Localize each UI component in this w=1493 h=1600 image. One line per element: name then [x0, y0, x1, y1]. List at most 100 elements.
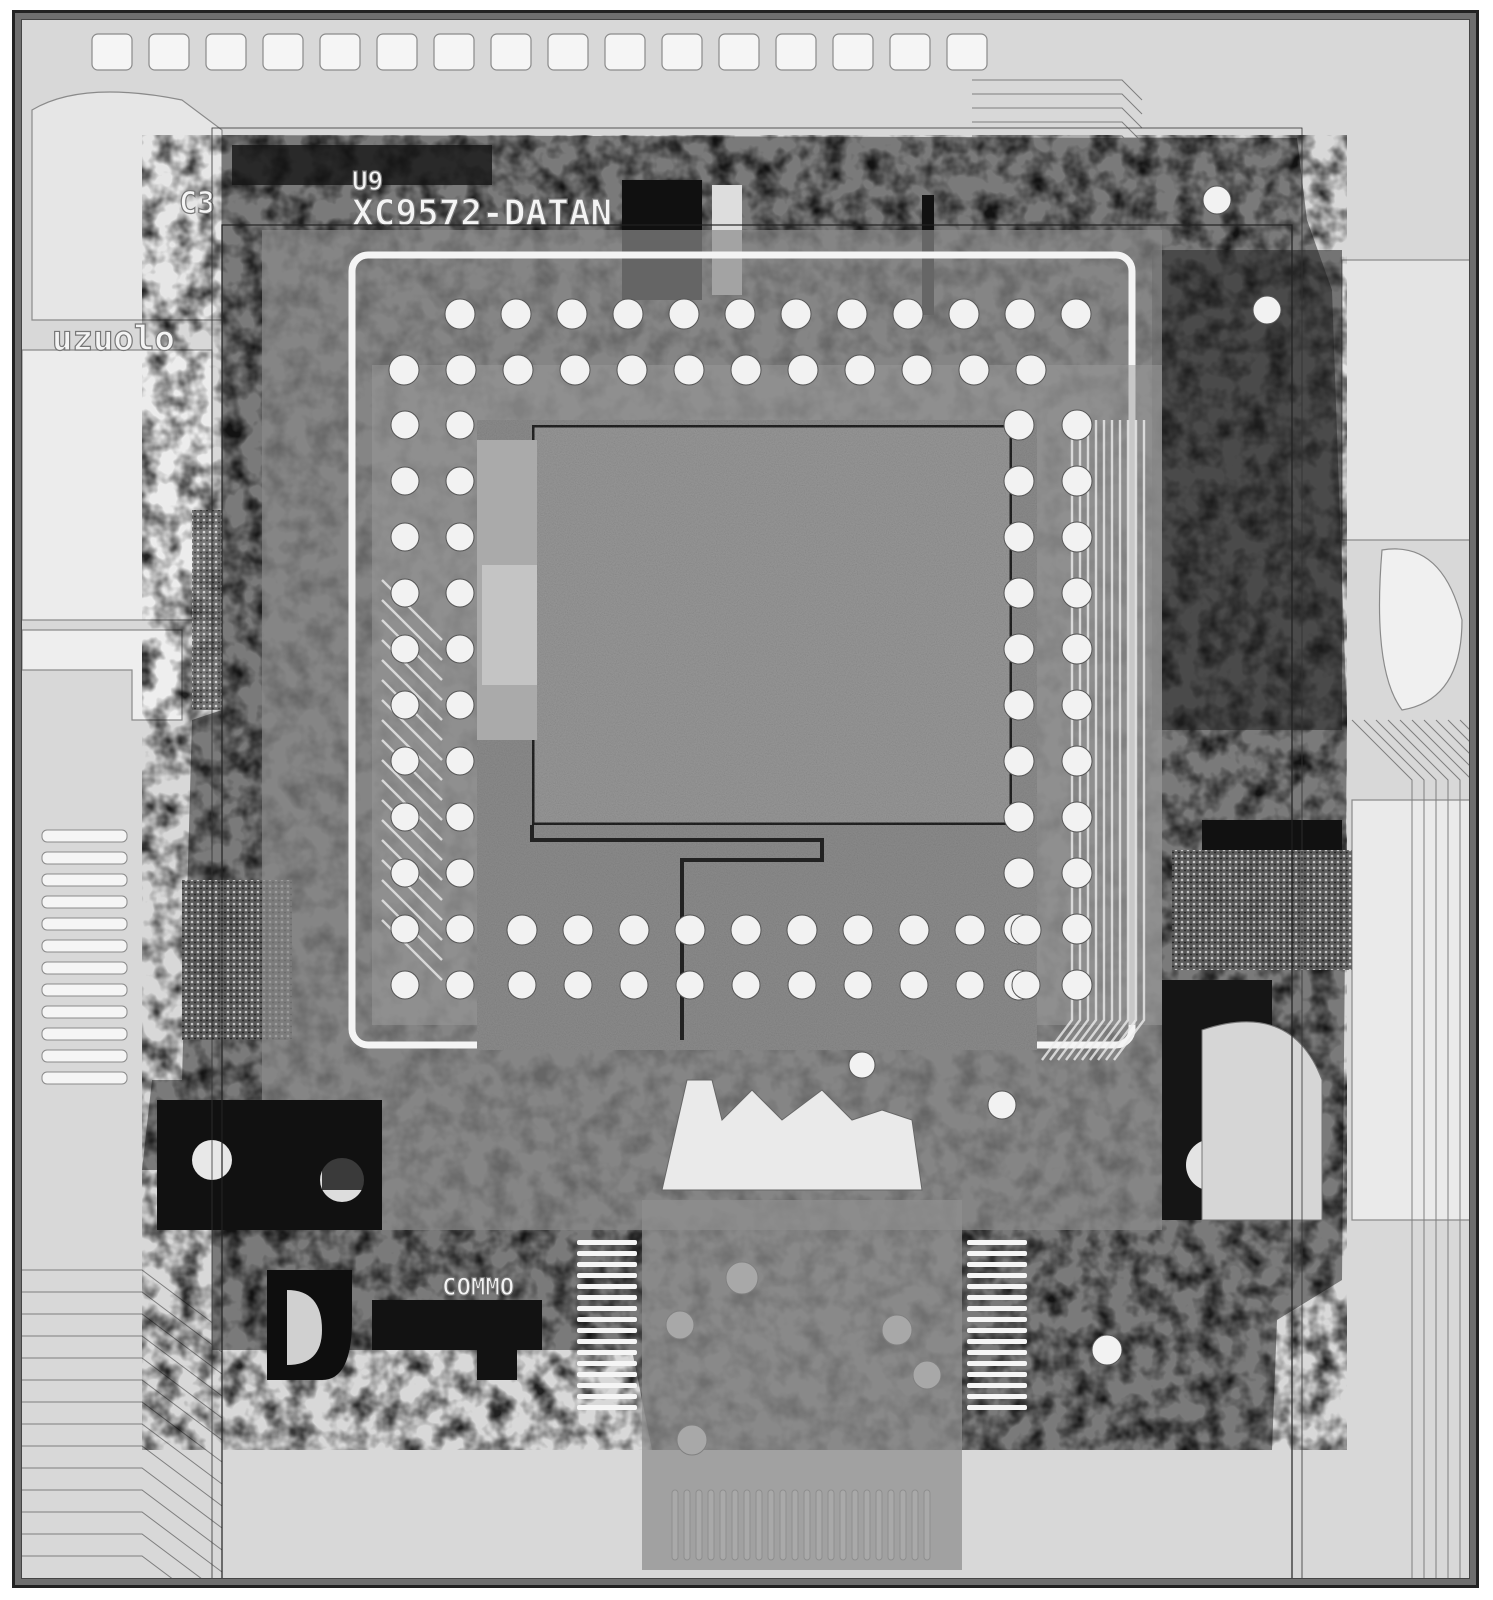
solder-ball [1061, 857, 1093, 889]
solder-ball [390, 410, 420, 440]
board-trace [22, 1445, 223, 1507]
left-edge-pad [41, 1049, 128, 1063]
board-trace [22, 1467, 223, 1529]
left-edge-pad [41, 917, 128, 931]
solder-ball [1003, 801, 1035, 833]
board-trace [22, 1555, 173, 1578]
top-edge-pad [319, 33, 361, 71]
fanout-trace [1097, 420, 1130, 1061]
solder-ball [1003, 857, 1035, 889]
left-edge-pad [41, 829, 128, 843]
board-trace [1375, 719, 1437, 1578]
fanout-trace [1113, 420, 1146, 1061]
left-edge-pad [41, 939, 128, 953]
solder-ball [445, 522, 475, 552]
connector-finger [967, 1317, 1027, 1322]
left-edge-pad [41, 1027, 128, 1041]
board-trace [972, 107, 1143, 129]
silkscreen-labels: C3 U9 XC9572-DATAN uzuolo COMMO [51, 166, 612, 1301]
solder-ball [1061, 633, 1093, 665]
fanout-trace [1065, 420, 1098, 1061]
connector-finger [967, 1350, 1027, 1355]
solder-ball [724, 298, 756, 330]
solder-ball [390, 522, 420, 552]
silk-left-label: uzuolo [52, 319, 175, 359]
connector-finger [577, 1295, 637, 1300]
connector-finger [577, 1372, 637, 1377]
solder-ball [1202, 185, 1232, 215]
solder-ball [901, 354, 933, 386]
solder-ball [1060, 298, 1092, 330]
solder-ball [562, 914, 594, 946]
solder-ball [618, 914, 650, 946]
solder-ball [786, 914, 818, 946]
board-trace [1411, 719, 1469, 778]
solder-ball [1003, 465, 1035, 497]
connector-finger [577, 1361, 637, 1366]
solder-ball [1003, 745, 1035, 777]
board-trace [22, 1533, 202, 1578]
solder-ball [1091, 1334, 1123, 1366]
solder-ball [1004, 298, 1036, 330]
board-trace [972, 93, 1143, 115]
connector-finger [967, 1361, 1027, 1366]
solder-ball [445, 578, 475, 608]
top-edge-pad [91, 33, 133, 71]
solder-ball [445, 802, 475, 832]
board-trace [22, 1401, 223, 1463]
board-trace [22, 1489, 223, 1551]
board-trace [22, 1291, 223, 1353]
solder-ball [848, 1051, 876, 1079]
board-trace [22, 1357, 223, 1419]
solder-ball [619, 970, 649, 1000]
solder-ball [780, 298, 812, 330]
fanout-trace [381, 659, 443, 721]
image-frame: C3 U9 XC9572-DATAN uzuolo COMMO [12, 10, 1479, 1588]
solder-ball [1061, 969, 1093, 1001]
fanout-trace [381, 819, 443, 881]
left-edge-pad [41, 983, 128, 997]
fanout-trace [1105, 420, 1138, 1061]
silk-u9: U9 [352, 167, 383, 197]
connector-finger [577, 1317, 637, 1322]
solder-ball [390, 466, 420, 496]
top-edge-pad [433, 33, 475, 71]
bottom-connector [577, 1079, 1027, 1570]
solder-ball [1252, 295, 1282, 325]
top-edge-pad [604, 33, 646, 71]
solder-ball [1061, 689, 1093, 721]
solder-ball [842, 914, 874, 946]
solder-ball [388, 354, 420, 386]
solder-ball [445, 858, 475, 888]
top-edge-pad [775, 33, 817, 71]
solder-ball [612, 298, 644, 330]
solder-ball [787, 354, 819, 386]
solder-ball [1061, 577, 1093, 609]
top-edge-pad [832, 33, 874, 71]
board-trace [1435, 719, 1469, 754]
fanout-trace [1057, 420, 1090, 1061]
solder-ball [506, 914, 538, 946]
solder-ball [899, 970, 929, 1000]
solder-ball [390, 914, 420, 944]
solder-ball [502, 354, 534, 386]
left-edge-pad [41, 961, 128, 975]
solder-ball [390, 578, 420, 608]
connector-finger [967, 1394, 1027, 1399]
solder-ball [1015, 354, 1047, 386]
left-edge-pad [41, 851, 128, 865]
solder-ball [948, 298, 980, 330]
xray-scene: C3 U9 XC9572-DATAN uzuolo COMMO [22, 20, 1469, 1578]
board-trace [972, 79, 1143, 101]
xray-image: C3 U9 XC9572-DATAN uzuolo COMMO [21, 19, 1470, 1579]
top-edge-pad [547, 33, 589, 71]
fanout-trace [381, 759, 443, 821]
solder-ball [1061, 745, 1093, 777]
board-trace [972, 121, 1143, 143]
connector-finger [967, 1306, 1027, 1311]
connector-finger [577, 1383, 637, 1388]
solder-ball [1003, 689, 1035, 721]
solder-ball [445, 914, 475, 944]
top-edge-pad [490, 33, 532, 71]
fanout-trace [1041, 420, 1074, 1061]
